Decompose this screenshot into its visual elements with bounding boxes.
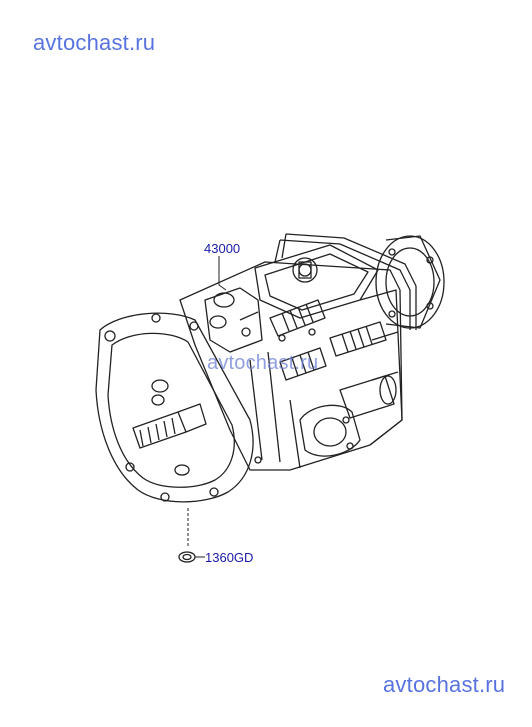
selector-housing xyxy=(204,287,263,353)
actuator-lower xyxy=(299,404,361,457)
leader-43000 xyxy=(218,256,227,291)
callout-43000[interactable]: 43000 xyxy=(204,241,241,256)
watermark-bottom: avtochast.ru xyxy=(383,672,506,697)
output-flange xyxy=(375,235,445,329)
input-shaft xyxy=(132,411,187,449)
bell-housing-inner xyxy=(107,332,235,488)
shift-cylinder-1 xyxy=(269,299,326,337)
shift-cylinder-3 xyxy=(279,347,327,381)
gasket-washer xyxy=(178,551,196,563)
rail-frame xyxy=(279,239,411,330)
watermark-middle: avtochast.ru xyxy=(207,352,319,374)
top-cover xyxy=(254,244,379,319)
shift-tower xyxy=(292,257,318,283)
shift-cylinder-2 xyxy=(329,321,387,357)
actuator-right xyxy=(339,375,395,419)
callout-1360gd[interactable]: 1360GD xyxy=(205,550,254,565)
bell-housing xyxy=(95,312,254,503)
watermark-top: avtochast.ru xyxy=(33,30,156,55)
